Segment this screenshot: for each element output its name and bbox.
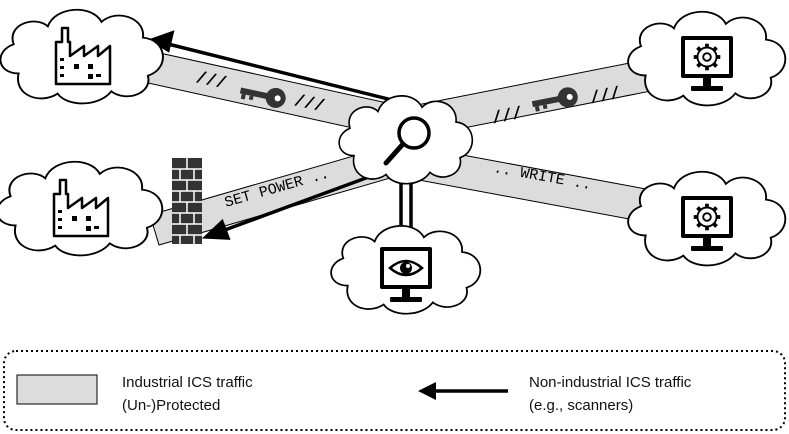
- scanner-arrow-bottom: [221, 166, 394, 233]
- legend-industrial-line2: (Un-)Protected: [122, 397, 220, 414]
- factory-node-top: [0, 8, 164, 105]
- monitor-node-top: [627, 10, 787, 107]
- factory-node-bottom: [0, 160, 164, 257]
- monitoring-node: [330, 225, 482, 315]
- firewall-icon: [172, 158, 202, 244]
- legend: Industrial ICS traffic (Un-)Protected No…: [3, 350, 786, 431]
- arrow-head-bottom: [201, 218, 231, 240]
- monitor-node-bottom: [627, 170, 787, 267]
- legend-industrial-line1: Industrial ICS traffic: [122, 374, 253, 391]
- legend-industrial-swatch: [16, 374, 98, 405]
- scanner-arrow-top: [167, 42, 393, 102]
- monitor-link: [399, 176, 413, 232]
- legend-non-industrial-line1: Non-industrial ICS traffic: [529, 374, 692, 391]
- magnifier-icon: [383, 116, 431, 166]
- legend-arrow-head: [418, 382, 436, 400]
- traffic-bands: [138, 49, 663, 246]
- arrow-head-top: [147, 30, 175, 53]
- legend-non-industrial-line2: (e.g., scanners): [529, 397, 633, 414]
- scanner-arrows: [147, 30, 394, 240]
- inspection-hub: [338, 95, 474, 185]
- eye-icon: [388, 259, 424, 277]
